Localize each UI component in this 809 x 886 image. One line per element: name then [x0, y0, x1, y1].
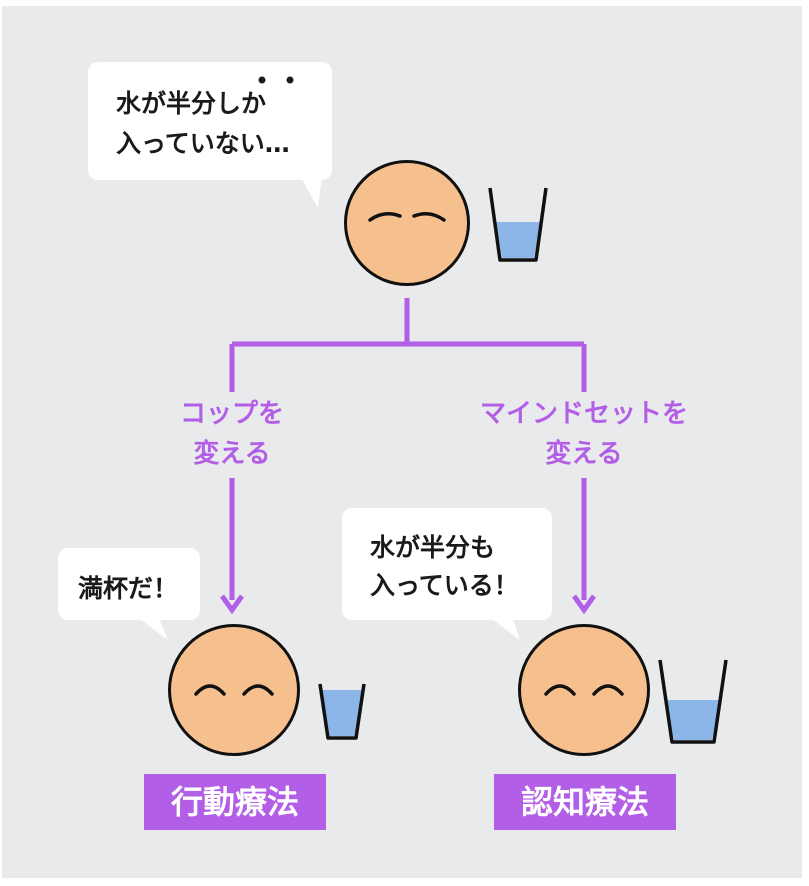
left-bubble-text: 満杯だ！ [78, 574, 179, 603]
emphasis-dot [286, 76, 294, 84]
full-glass-icon [318, 683, 366, 740]
top-bubble-line1: 水が半分しか [116, 89, 267, 118]
right-bubble-line2: 入っている！ [370, 571, 519, 600]
right-speech-bubble: 水が半分も 入っている！ [342, 508, 552, 620]
branch-left-line1: コップを [179, 399, 284, 429]
half-glass-icon [658, 659, 728, 744]
top-face-sad [344, 160, 470, 286]
left-face-happy [168, 624, 300, 756]
right-arrowhead [571, 594, 597, 615]
therapy-label-behavioral: 行動療法 [144, 774, 326, 830]
branch-label-left: コップを 変える [160, 394, 304, 474]
emphasis-dot [258, 76, 266, 84]
right-face-happy [518, 624, 650, 756]
happy-eyes-icon [194, 684, 274, 696]
top-bubble-tail [300, 176, 322, 208]
sad-eyes-icon [368, 212, 446, 222]
left-bubble-tail [136, 616, 168, 640]
branch-left-line2: 変える [193, 439, 271, 469]
branch-label-right: マインドセットを 変える [464, 394, 704, 474]
left-speech-bubble: 満杯だ！ [58, 548, 200, 620]
left-arrowhead [219, 594, 245, 615]
half-glass-icon [488, 187, 548, 262]
branch-right-line1: マインドセットを [479, 399, 688, 429]
branch-right-line2: 変える [545, 439, 623, 469]
happy-eyes-icon [544, 684, 624, 696]
right-bubble-tail [488, 616, 520, 640]
top-bubble-line2: 入っていない… [116, 129, 290, 158]
therapy-label-cognitive: 認知療法 [494, 774, 676, 830]
right-bubble-line1: 水が半分も [370, 533, 496, 562]
